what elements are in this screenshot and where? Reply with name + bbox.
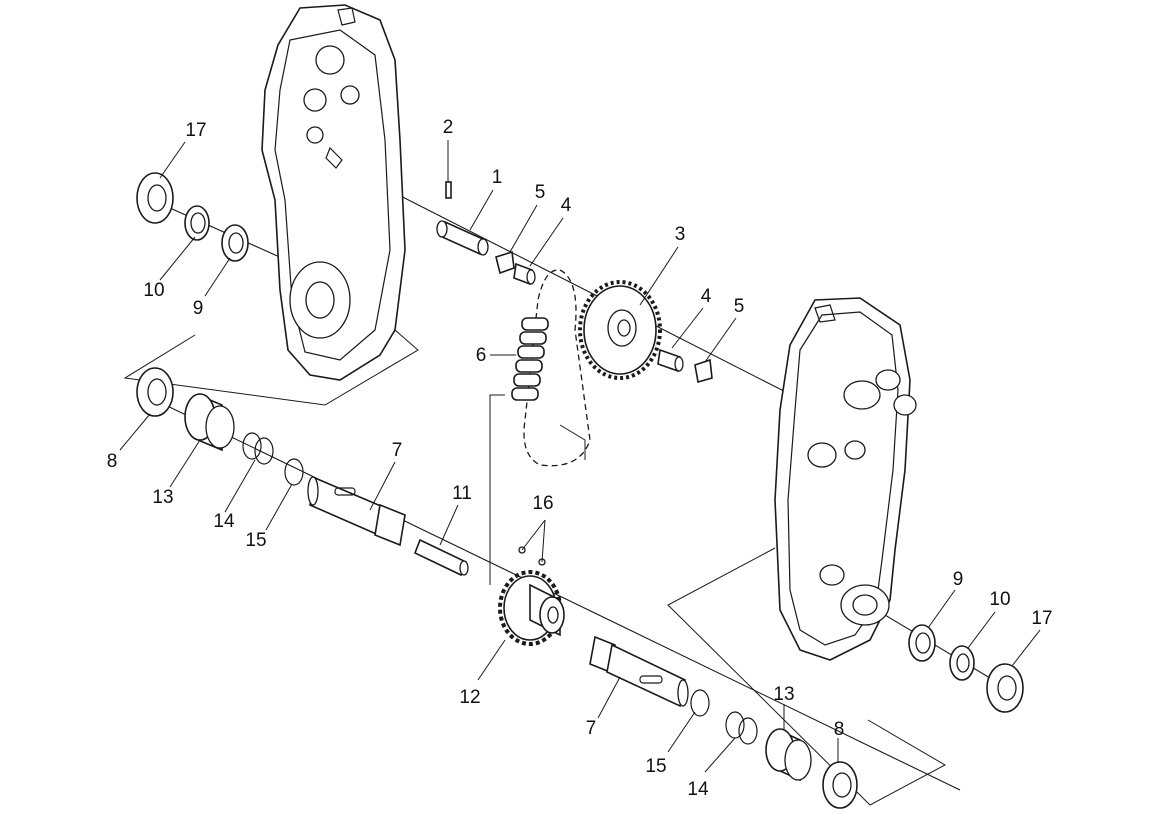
part-17-seal-right (986, 663, 1024, 713)
part-8-bearing-right (822, 761, 858, 809)
part-6-chain (511, 317, 549, 401)
callout-10-right: 10 (989, 589, 1010, 610)
left-housing-bore-inner (305, 281, 335, 319)
left-housing-boss-1 (315, 45, 345, 75)
callout-15-right: 15 (645, 756, 666, 777)
callout-14-right: 14 (687, 779, 709, 800)
part-9-seal-left (221, 224, 249, 262)
part-14-rings-right (725, 711, 758, 745)
callout-9-left: 9 (193, 298, 204, 319)
callout-16: 16 (532, 493, 553, 514)
right-housing-boss-4 (807, 442, 837, 468)
part-1-shaft (436, 220, 489, 256)
left-bracket-outline (123, 329, 419, 406)
callout-8-left: 8 (107, 451, 118, 472)
callout-6: 6 (476, 345, 487, 366)
callout-13-right: 13 (773, 684, 794, 705)
part-10-washer-left (184, 205, 210, 241)
right-housing-boss-1 (843, 380, 881, 410)
callout-2: 2 (443, 117, 454, 138)
left-housing-boss-3 (340, 85, 360, 105)
axis-lower-shaft (154, 399, 961, 791)
right-housing-boss-2 (875, 369, 901, 391)
left-housing (261, 4, 406, 381)
right-housing-bore-inner (852, 594, 878, 616)
leader-lines (119, 140, 1041, 773)
part-13-collar-right (765, 728, 812, 782)
left-housing-vent (337, 7, 356, 26)
callout-7-lower: 7 (586, 718, 597, 739)
part-17-seal-left (136, 172, 174, 224)
right-housing-boss-3 (893, 394, 917, 416)
callout-17-left: 17 (185, 120, 206, 141)
part-4-bushing-upper (513, 262, 536, 286)
part-8-bearing-left (136, 367, 174, 417)
chain-loop-outline (523, 269, 591, 467)
callout-labels: 2 1 5 4 3 4 5 6 17 10 9 8 13 14 15 7 11 … (107, 117, 1053, 800)
part-5-washer-upper (495, 250, 515, 275)
sprocket-bracket-right (559, 424, 586, 460)
right-housing-vent (814, 304, 836, 323)
callout-12: 12 (459, 687, 480, 708)
part-13-collar-left (184, 393, 235, 452)
left-housing-boss-2 (303, 88, 327, 112)
part-15-snap-ring-right (690, 689, 710, 717)
part-7-shaft-upper (307, 476, 406, 547)
part-5-washer-lower (694, 358, 713, 384)
left-housing-boss-4 (306, 126, 324, 144)
left-housing-flange (274, 29, 391, 361)
callout-9-right: 9 (953, 569, 964, 590)
part-11-pin (413, 538, 469, 577)
callout-14-left: 14 (213, 511, 235, 532)
callout-3: 3 (675, 224, 686, 245)
callout-17-right: 17 (1031, 608, 1052, 629)
callout-13-left: 13 (152, 487, 173, 508)
callout-8-right: 8 (834, 719, 845, 740)
callout-4-upper: 4 (561, 195, 572, 216)
right-housing-boss-5 (844, 440, 866, 460)
callout-15-left: 15 (245, 530, 266, 551)
part-16-dowels (518, 546, 546, 566)
callout-4-lower: 4 (701, 286, 712, 307)
part-3-gear (578, 280, 662, 380)
part-14-rings-left (242, 432, 274, 465)
sprocket-bracket-left (489, 394, 505, 585)
right-housing (774, 297, 917, 661)
left-housing-clip (325, 146, 343, 169)
right-housing-flange (787, 311, 899, 646)
part-15-snap-ring-left (284, 458, 304, 486)
callout-5-lower: 5 (734, 296, 745, 317)
part-12-sprocket (498, 570, 565, 646)
part-2-pin (445, 181, 452, 199)
callout-1: 1 (492, 167, 503, 188)
callout-10-left: 10 (143, 280, 164, 301)
right-bracket-outline (667, 547, 947, 806)
callout-7-upper: 7 (392, 440, 403, 461)
part-9-seal-right (908, 624, 936, 662)
part-7-shaft-lower (589, 635, 689, 708)
part-4-bushing-lower (657, 348, 684, 373)
right-housing-boss-6 (819, 564, 845, 586)
callout-11: 11 (452, 483, 472, 504)
part-10-washer-right (949, 645, 975, 681)
callout-5-upper: 5 (535, 182, 546, 203)
